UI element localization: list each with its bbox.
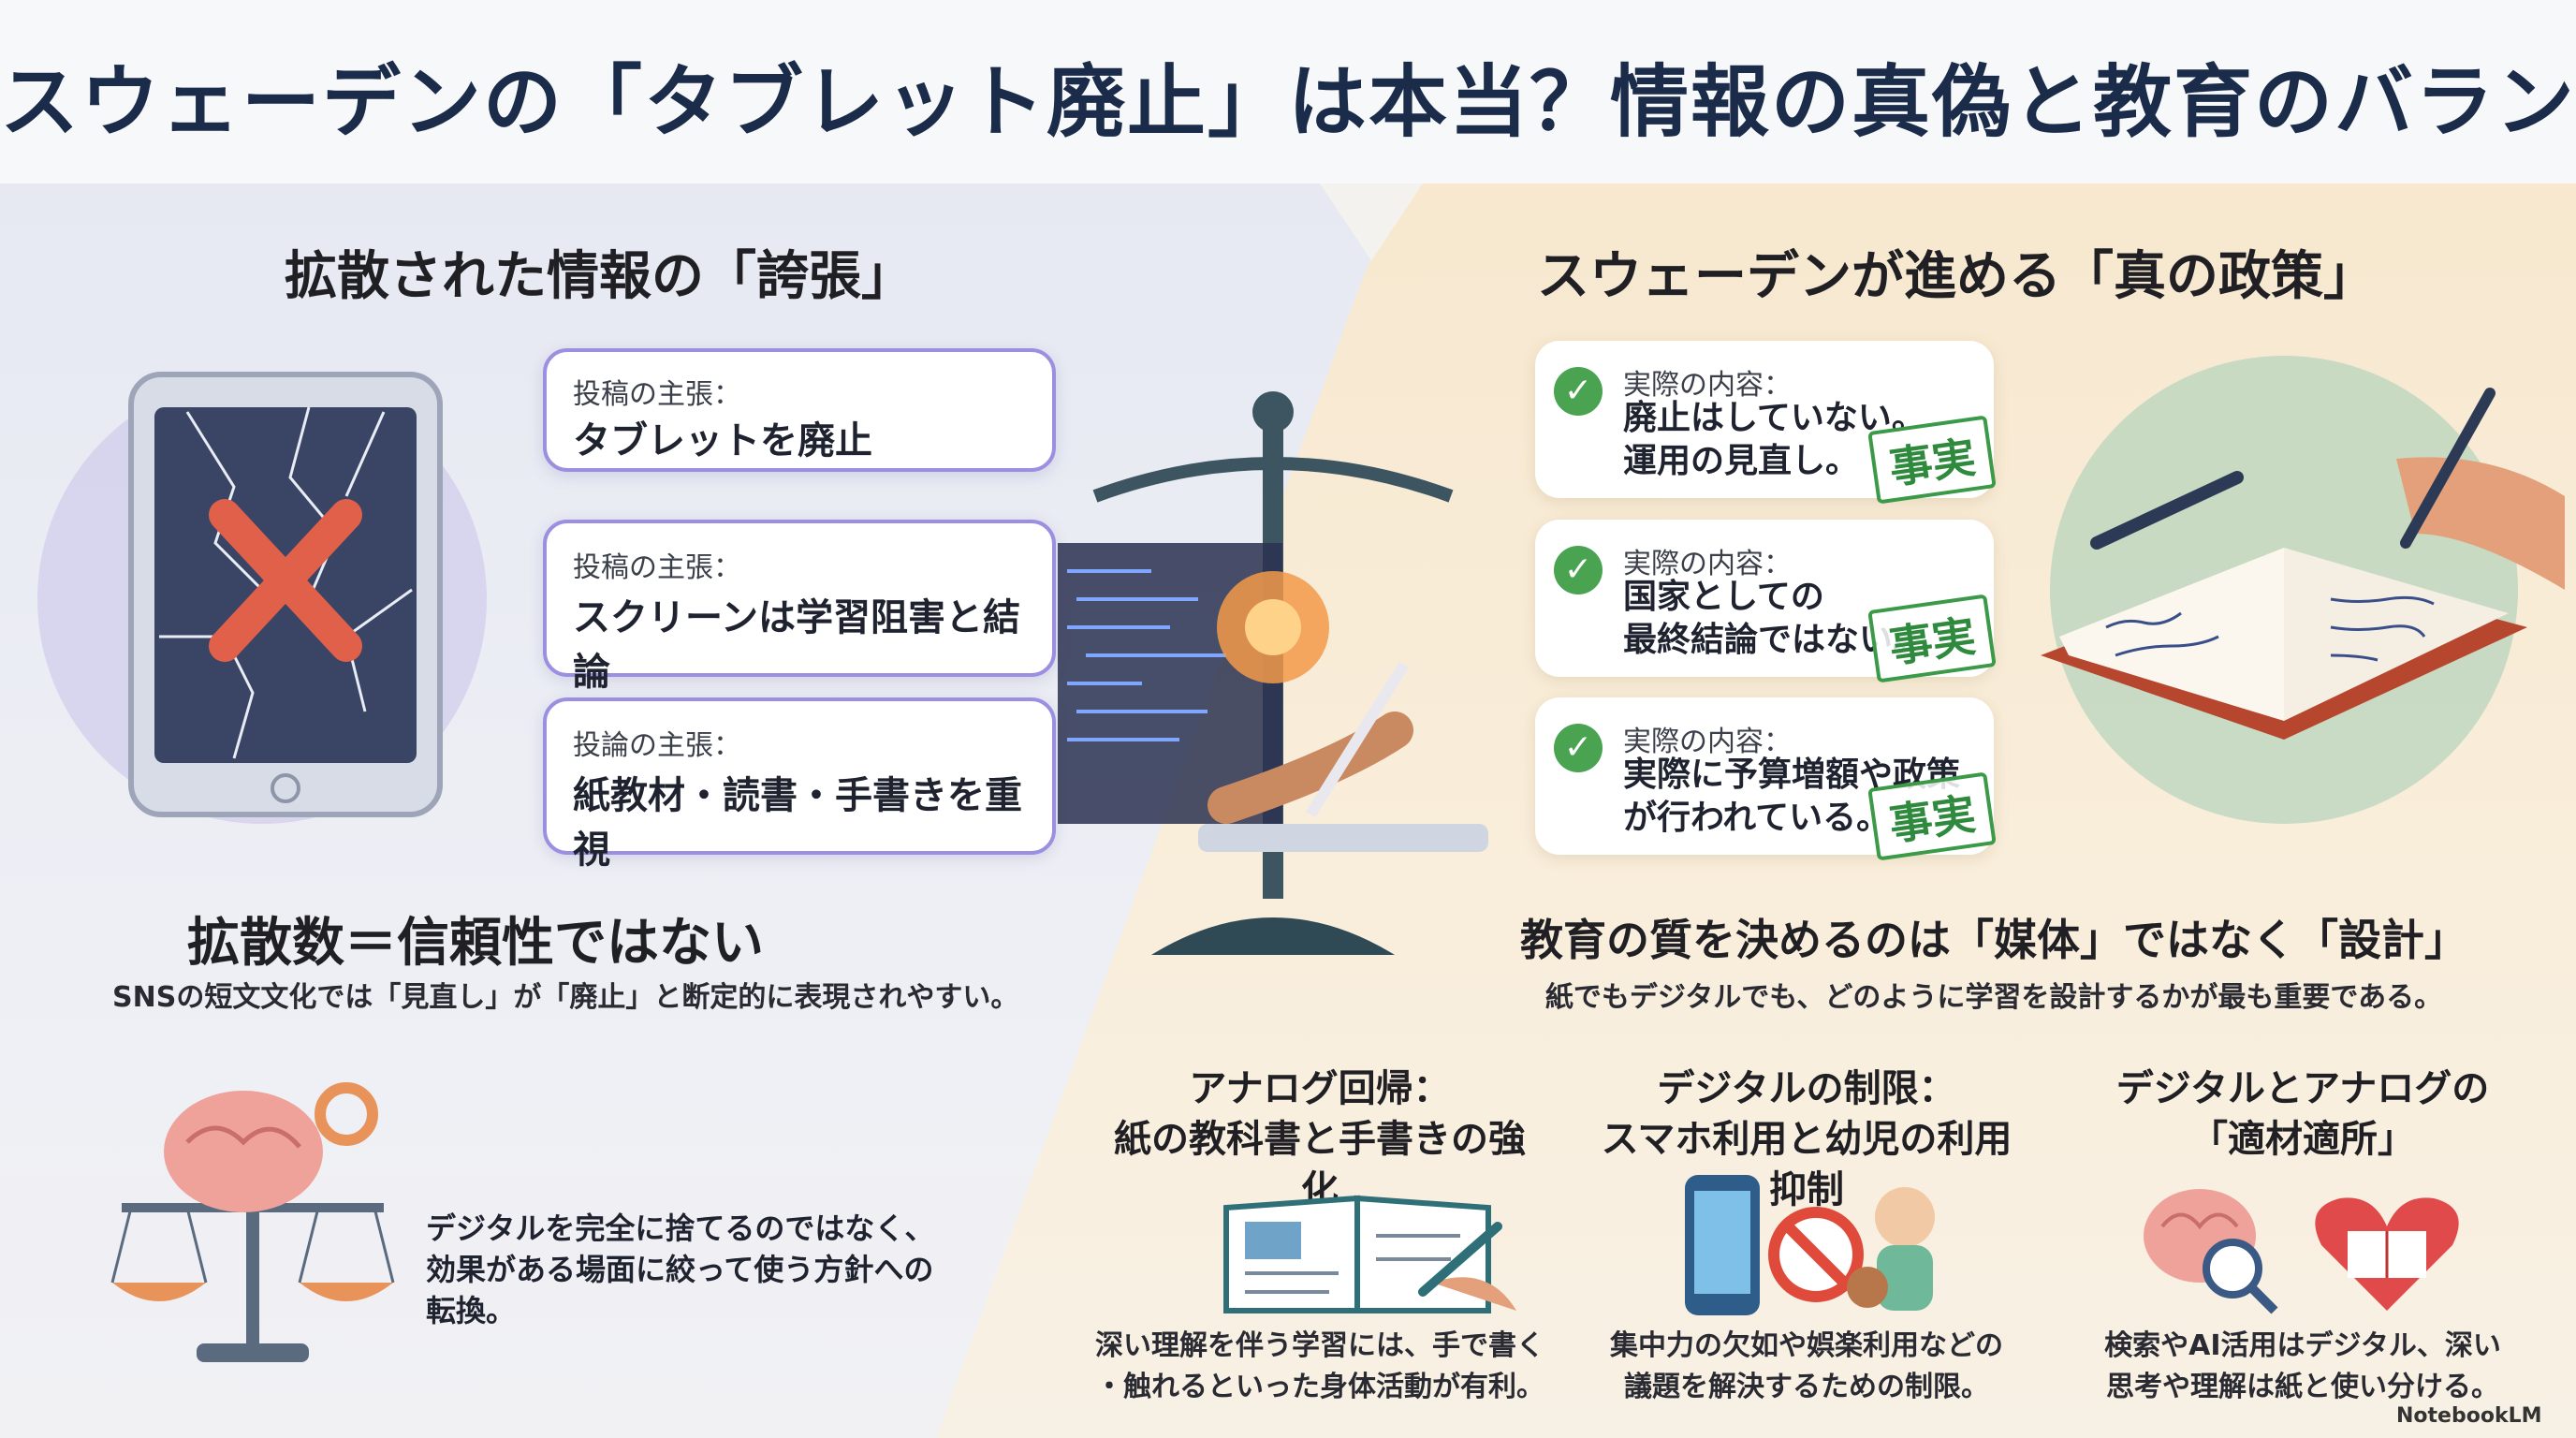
column-body: 検索やAI活用はデジタル、深い [2104,1329,2501,1362]
fact-bubble: ✓ 実際の内容： 廃止はしていない。 運用の見直し。 事実 [1535,341,1997,505]
column-body: 議題を解決するための制限。 [1624,1371,1989,1403]
check-icon: ✓ [1554,724,1603,772]
column-head: 「適材適所」 [2190,1118,2415,1161]
fact-stamp: 事実 [1867,415,1997,505]
column-head: アナログ回帰： [1189,1067,1451,1110]
claim-bubble: 投稿の主張： タブレットを廃止 [543,348,1056,472]
claim-label: 投稿の主張： [573,378,741,411]
fact-label: 実際の内容： [1623,548,1792,580]
fact-line: が行われている。 [1623,799,1891,837]
left-subheading: 拡散数＝信頼性ではない [187,913,764,974]
brain-gear-icon [110,1082,395,1362]
title-bar [0,0,2576,183]
fact-bubble: ✓ 実際の内容： 実際に予算増額や政策 が行われている。 事実 [1535,697,1997,861]
claim-text: タブレットを廃止 [573,419,872,462]
fact-stamp: 事実 [1867,594,1997,683]
column-head: 紙の教科書と手書きの強化 [1114,1118,1526,1211]
claim-label: 投稿の主張： [573,551,741,584]
red-x-icon [209,499,362,662]
left-heading: 拡散された情報の「誇張」 [285,246,914,307]
phone-prohibited-icon [1685,1175,1935,1315]
fact-label: 実際の内容： [1623,726,1792,758]
broken-tablet-icon [37,372,487,824]
left-shift-text: デジタルを完全に捨てるのではなく、効果がある場面に絞って使う方針への転換。 [426,1211,935,1328]
column-head: デジタルの制限： [1657,1067,1956,1110]
open-book-icon [1223,1195,1516,1313]
right-subnote: 紙でもデジタルでも、どのように学習を設計するかが最も重要である。 [1544,981,2443,1014]
column-head: デジタルとアナログの [2115,1067,2490,1110]
claim-bubble: 投稿の主張： スクリーンは学習阻害と結論 [543,520,1056,694]
scales-icon [1058,391,1488,955]
page-title: スウェーデンの「タブレット廃止」は本当？情報の真偽と教育のバランス [0,56,2576,148]
column-body: 深い理解を伴う学習には、手で書く [1095,1329,1544,1362]
claim-label: 投論の主張： [573,729,741,762]
claim-bubble: 投論の主張： 紙教材・読書・手書きを重視 [543,697,1056,872]
right-subheading: 教育の質を決めるのは「媒体」ではなく「設計」 [1520,915,2467,965]
left-note: SNSの短文文化では「見直し」が「廃止」と断定的に表現されやすい。 [112,981,1019,1014]
notebook-pen-icon [2041,356,2565,824]
claim-text: 紙教材・読書・手書きを重視 [573,774,1022,872]
right-heading: スウェーデンが進める「真の政策」 [1537,246,2376,307]
fact-bubble: ✓ 実際の内容： 国家としての 最終結論ではない。 事実 [1535,520,1997,683]
fact-line: 国家としての [1623,578,1824,616]
column-body: ・触れるといった身体活動が有利。 [1095,1371,1544,1403]
check-icon: ✓ [1554,367,1603,416]
column-head: スマホ利用と幼児の利用抑制 [1601,1118,2012,1211]
check-icon: ✓ [1554,546,1603,594]
heart-book-icon [2144,1189,2459,1314]
claim-text: スクリーンは学習阻害と結論 [573,596,1020,694]
column-body: 思考や理解は紙と使い分ける。 [2106,1371,2499,1403]
fact-label: 実際の内容： [1623,369,1792,402]
fact-stamp: 事実 [1867,771,1997,861]
watermark: NotebookLM [2396,1404,2542,1428]
column-body: 集中力の欠如や娯楽利用などの [1610,1329,2003,1362]
fact-line: 運用の見直し。 [1623,442,1860,480]
